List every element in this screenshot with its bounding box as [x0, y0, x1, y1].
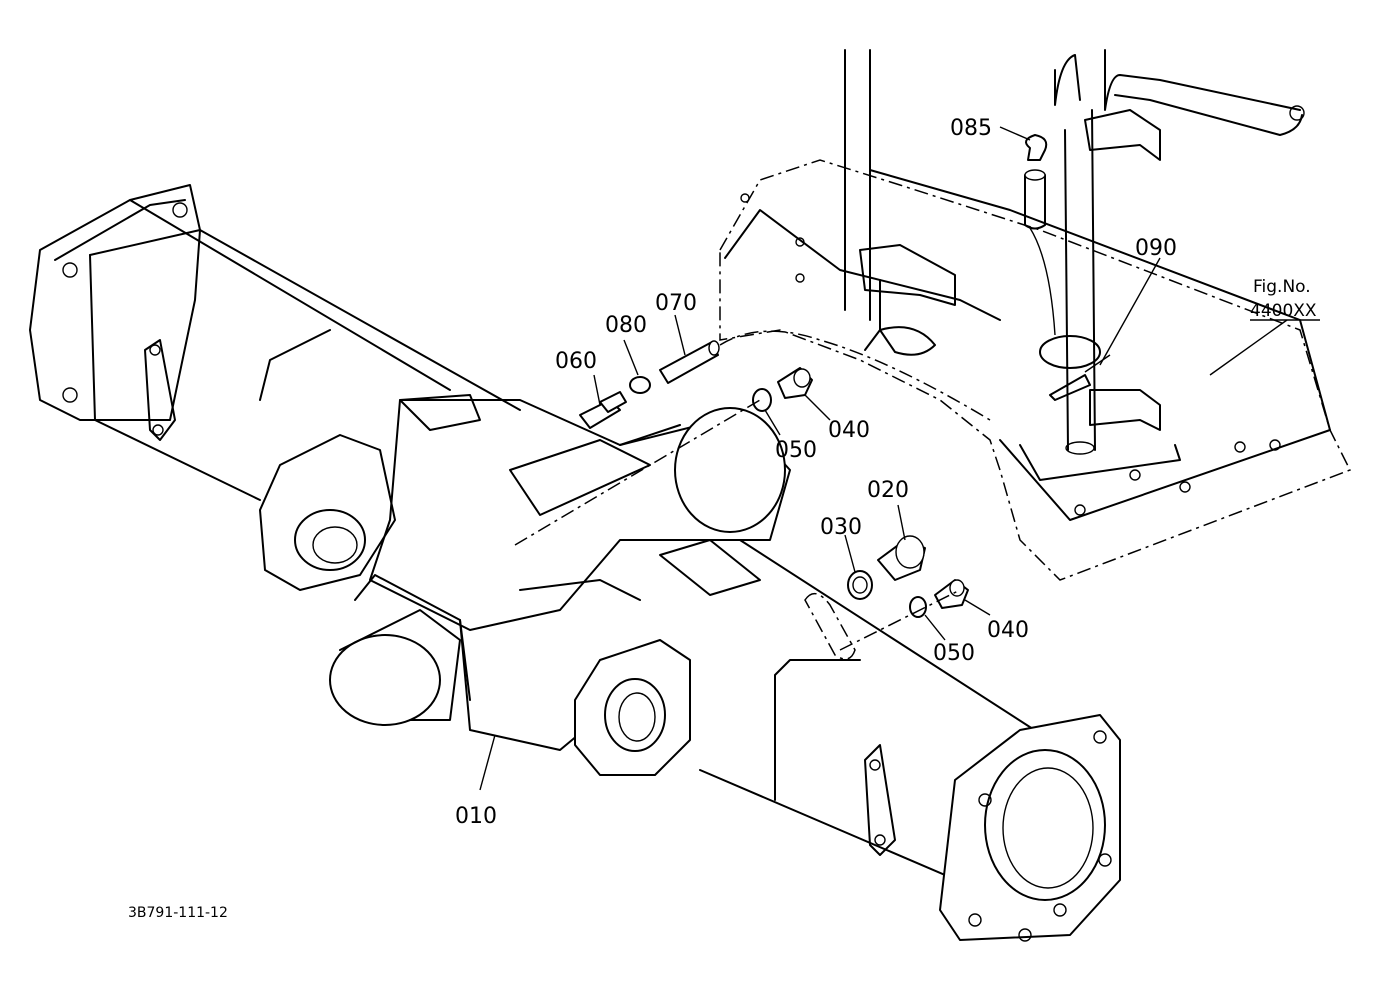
label-085: 085 — [950, 116, 992, 141]
drawing-code: 3B791-111-12 — [128, 905, 228, 921]
label-030: 030 — [820, 515, 862, 540]
label-090: 090 — [1135, 236, 1177, 261]
fig-ref-line2: 4400XX — [1250, 301, 1317, 321]
small-parts — [514, 330, 991, 651]
label-010: 010 — [455, 804, 497, 829]
label-040-lower: 040 — [987, 618, 1029, 643]
fig-ref-line1: Fig.No. — [1253, 277, 1311, 297]
label-070: 070 — [655, 291, 697, 316]
rops-frame — [844, 49, 1305, 455]
label-020: 020 — [867, 478, 909, 503]
label-080: 080 — [605, 313, 647, 338]
part-labels: 085 090 070 080 060 040 050 020 030 040 … — [455, 116, 1177, 829]
label-060: 060 — [555, 349, 597, 374]
leader-lines — [479, 126, 1288, 791]
frame-plate — [719, 159, 1352, 581]
figure-reference: Fig.No. 4400XX — [1250, 277, 1320, 321]
axle-housing — [29, 184, 1121, 942]
harness-parts — [1024, 134, 1111, 401]
label-050-upper: 050 — [775, 438, 817, 463]
label-050-lower: 050 — [933, 641, 975, 666]
label-040-upper: 040 — [828, 418, 870, 443]
